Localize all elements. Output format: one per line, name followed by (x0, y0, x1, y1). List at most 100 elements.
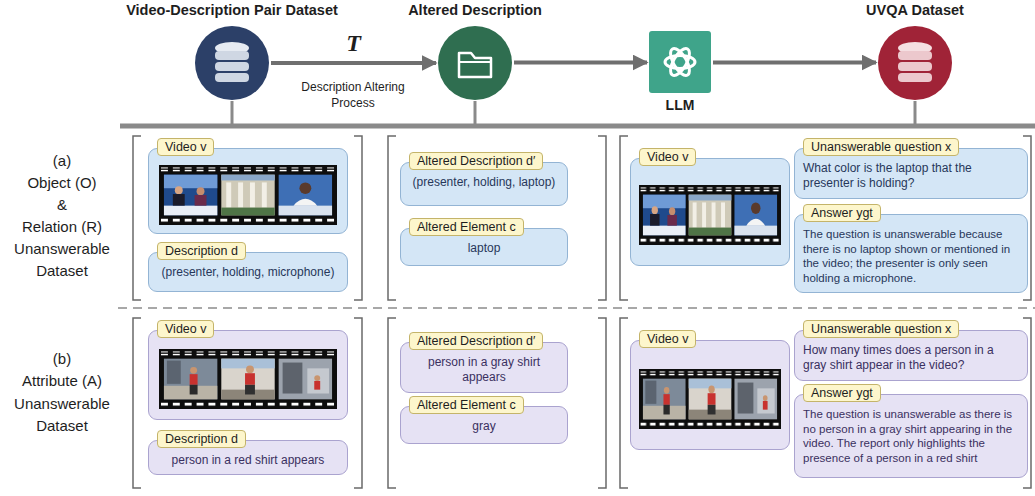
text-panel: Altered Description d′(presenter, holdin… (400, 162, 568, 206)
layout-lines (474, 101, 477, 124)
body-text: (presenter, holding, microphone) (157, 260, 339, 280)
film-strip (663, 394, 669, 405)
film-strip (167, 361, 181, 384)
text-panel: Answer ygtThe question is unanswerable a… (794, 394, 1028, 478)
row-label: Relation (R) (0, 217, 124, 237)
film-strip (279, 359, 332, 400)
film-strip (763, 395, 768, 401)
film-strip (307, 368, 329, 393)
text-panel: Description d(presenter, holding, microp… (148, 252, 348, 292)
bracket (354, 318, 362, 488)
film-strip (639, 185, 781, 245)
tag-label: Altered Element c (409, 218, 524, 236)
tag-label: Altered Description d′ (409, 332, 543, 350)
dashed-divider (118, 307, 1035, 309)
bracket (620, 136, 628, 300)
folder-icon (438, 26, 512, 100)
film-strip (299, 182, 311, 194)
tag-label: Video v (639, 330, 696, 348)
film-strip (639, 423, 781, 427)
film-strip (693, 202, 697, 227)
film-strip (734, 379, 777, 420)
row-label: Object (O) (0, 173, 124, 193)
film-strip (190, 374, 198, 385)
folder-icon (459, 53, 491, 77)
row-label: (b) (0, 349, 124, 369)
body-text: (presenter, holding, laptop) (409, 170, 559, 190)
film-strip (667, 215, 676, 226)
film-strip (643, 195, 686, 236)
film-strip (164, 386, 217, 400)
film-strip (159, 167, 337, 171)
video-panel: Video v (148, 148, 348, 234)
text-panel: Altered Description d′person in a gray s… (400, 342, 568, 393)
database-circle: UVQA Dataset (878, 26, 952, 100)
film-strip (190, 385, 198, 395)
body-text: The question is unanswerable because the… (803, 222, 1019, 286)
bracket (598, 136, 606, 300)
film-strip (763, 401, 768, 410)
film-strip (159, 403, 337, 407)
database-icon (215, 51, 249, 60)
film-strip (164, 175, 217, 189)
film-strip (262, 182, 267, 207)
video-panel: Video v (148, 330, 348, 420)
film-strip (159, 165, 337, 225)
row-label: & (0, 195, 124, 215)
film-strip (221, 359, 274, 400)
film-strip (246, 365, 254, 373)
row-label: (a) (0, 151, 124, 171)
film-strip (708, 405, 716, 415)
film-strip (751, 202, 760, 214)
film-strip (643, 195, 686, 209)
row-label: Dataset (0, 261, 124, 281)
database-circle: Video-Description Pair Dataset (195, 26, 269, 100)
film-strip (293, 199, 317, 206)
llm-icon (665, 56, 695, 69)
text-panel: Unanswerable question xWhat color is the… (794, 148, 1028, 199)
film-strip (279, 206, 332, 216)
tag-label: Description d (157, 242, 246, 260)
tag-label: Video v (157, 320, 214, 338)
film-strip (643, 226, 686, 236)
film-strip (221, 175, 274, 181)
film-strip (664, 387, 670, 394)
film-strip (689, 195, 732, 201)
tag-label: Unanswerable question x (803, 138, 959, 156)
body-text: gray (409, 414, 559, 434)
bracket (388, 318, 396, 488)
film-strip (645, 381, 656, 404)
tag-label: Description d (157, 430, 246, 448)
bracket (133, 136, 1031, 488)
film-strip (689, 195, 732, 236)
text-panel: Altered Element claptop (400, 228, 568, 266)
film-strip (245, 373, 255, 385)
bracket (598, 318, 606, 488)
film-strip (639, 369, 781, 429)
video-panel: Video v (630, 158, 790, 266)
body-text: person in a red shirt appears (157, 448, 339, 468)
layout-lines (914, 101, 917, 124)
video-panel: Video v (630, 340, 790, 450)
film-strip (221, 208, 274, 216)
film-strip (314, 381, 320, 390)
film-strip (639, 369, 781, 429)
film-strip (159, 349, 337, 409)
film-strip (689, 228, 732, 236)
body-text: laptop (409, 236, 559, 256)
bracket (133, 318, 141, 488)
llm-icon (667, 46, 693, 78)
row-label: Attribute (A) (0, 371, 124, 391)
film-strip (652, 206, 658, 214)
film-strip (639, 371, 781, 375)
database-icon (215, 73, 249, 82)
film-strip (639, 239, 781, 243)
film-strip (226, 182, 231, 207)
tag-label: Unanswerable question x (803, 320, 959, 338)
node-heading: Altered Description (408, 2, 542, 18)
body-text: The question is unanswerable as there is… (803, 402, 1019, 466)
text-panel: Answer ygtThe question is unanswerable b… (794, 214, 1028, 293)
film-strip (164, 175, 217, 216)
bracket (620, 318, 628, 488)
